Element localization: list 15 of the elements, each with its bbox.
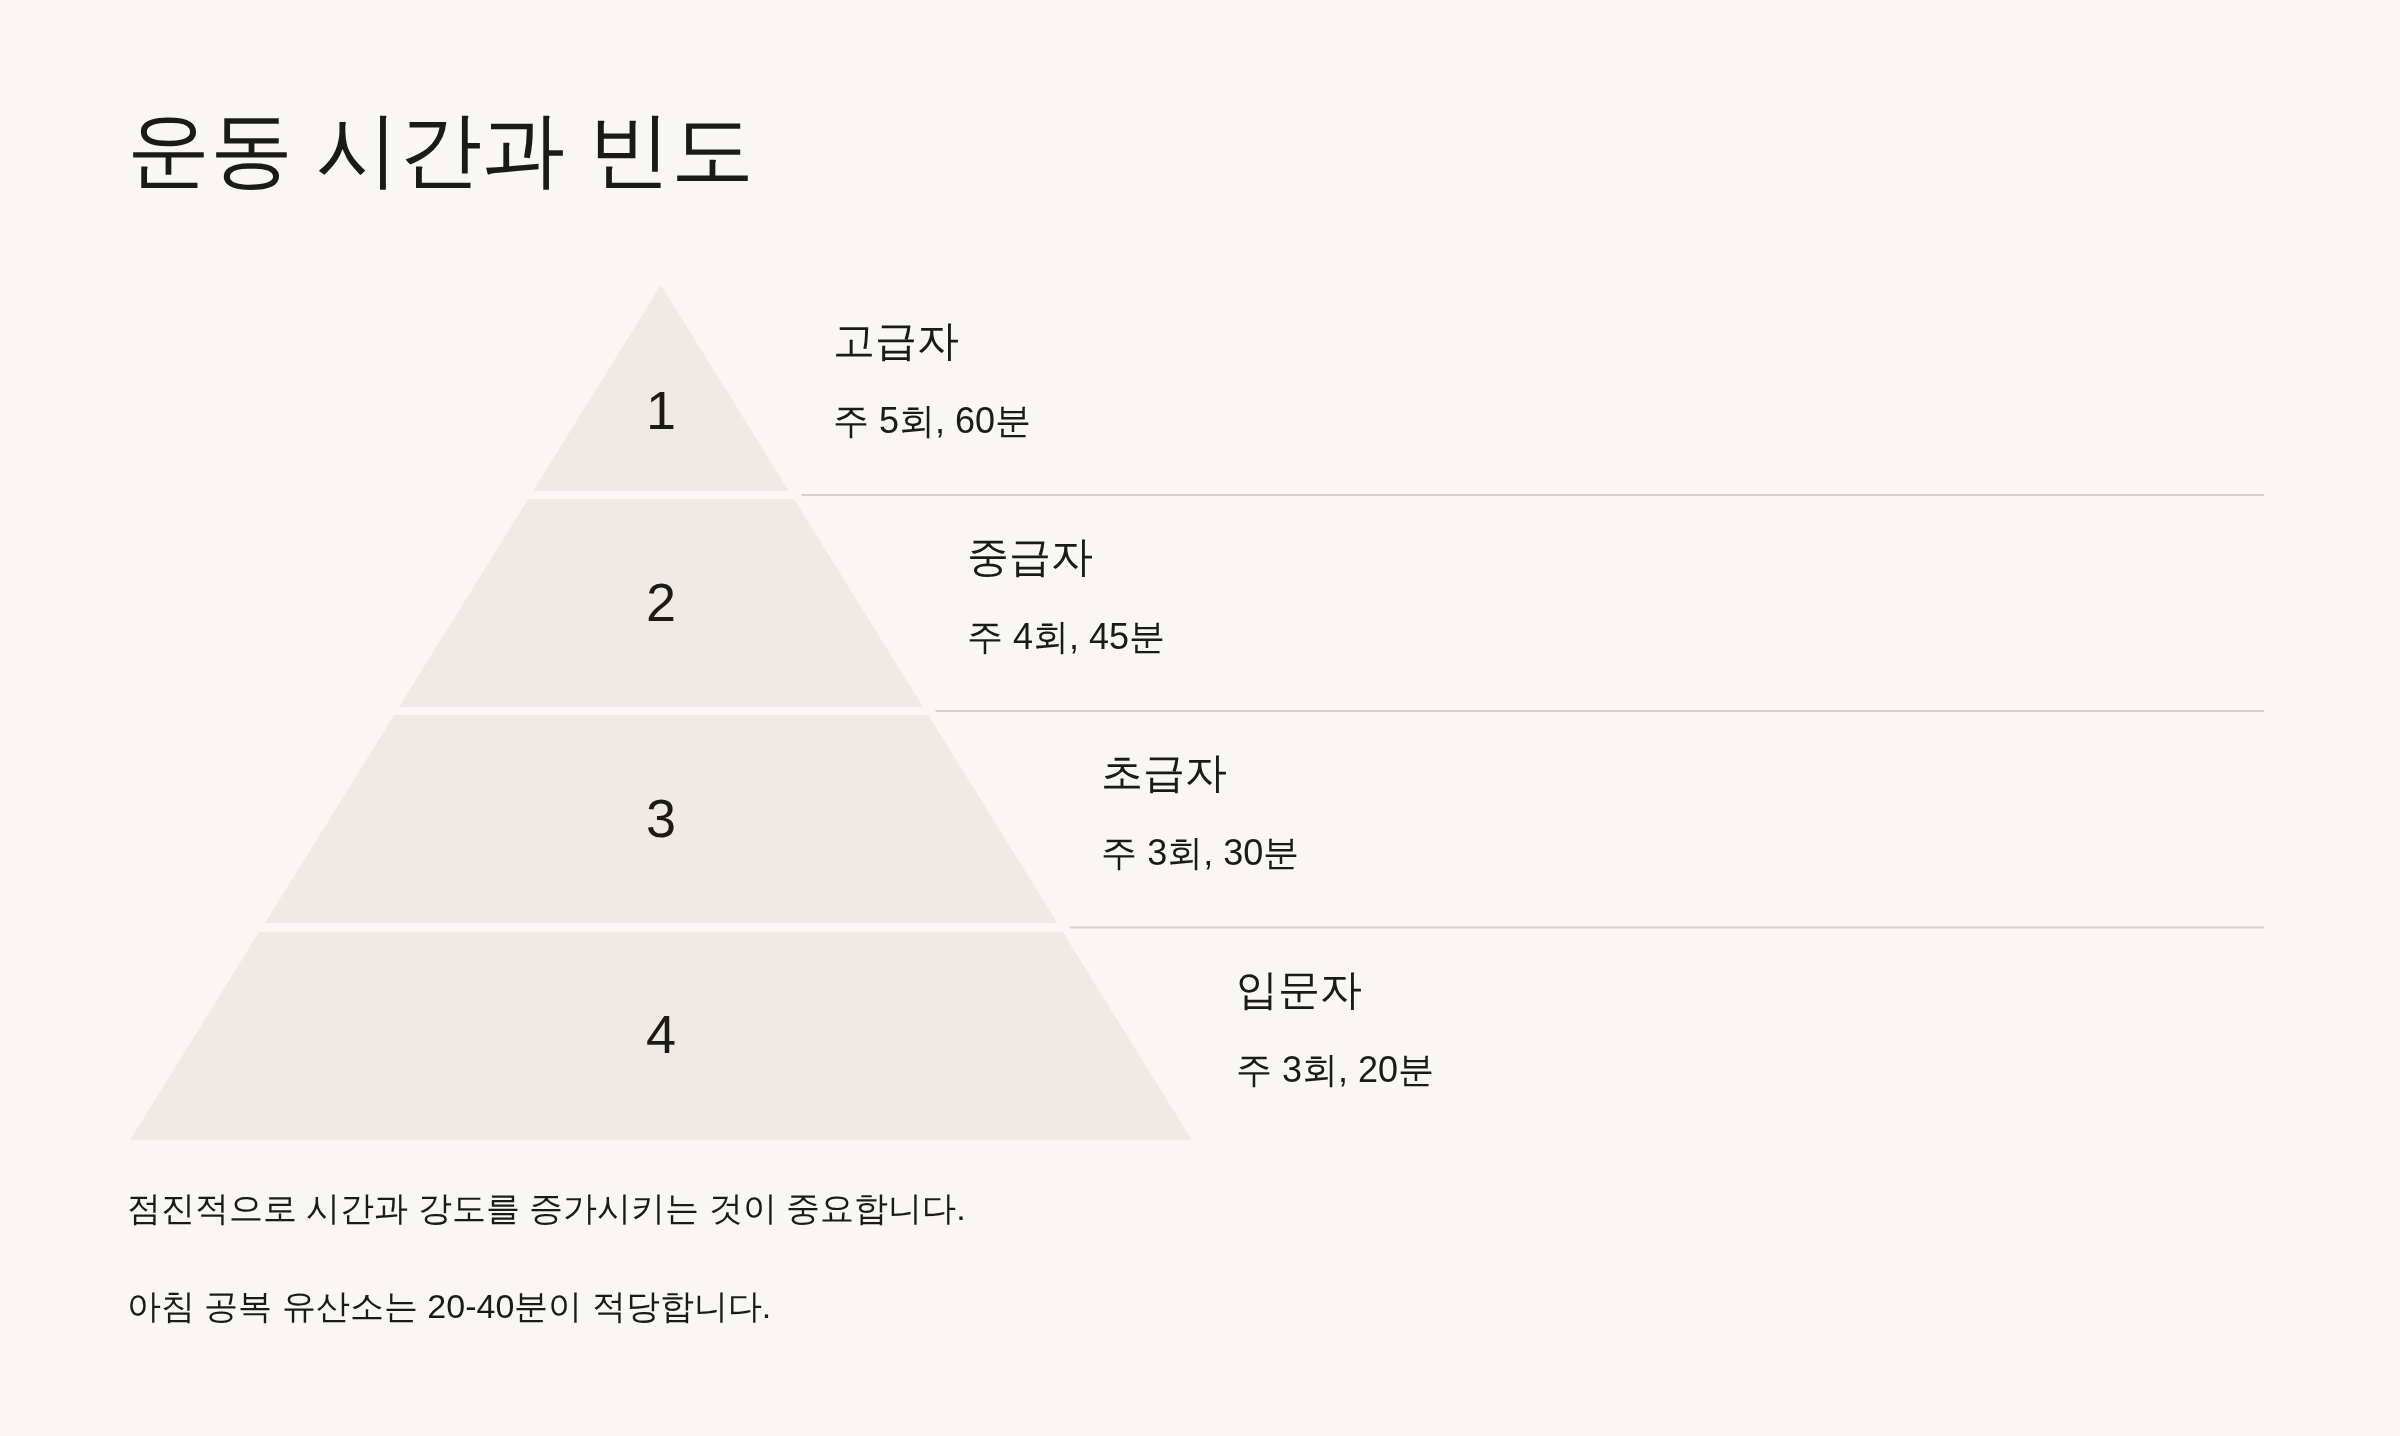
tier-heading: 입문자 xyxy=(1235,964,1362,1015)
tier-number: 4 xyxy=(645,1002,676,1066)
tier-heading: 초급자 xyxy=(1101,747,1228,798)
tier-heading: 중급자 xyxy=(967,531,1094,582)
tier-number: 3 xyxy=(645,786,676,850)
tier-detail: 주 3회, 30분 xyxy=(1101,831,1300,875)
tier-number: 2 xyxy=(645,570,676,634)
tier-heading: 고급자 xyxy=(832,315,959,366)
note-text: 아침 공복 유산소는 20-40분이 적당합니다. xyxy=(127,1285,772,1327)
tier-detail: 주 3회, 20분 xyxy=(1235,1048,1435,1092)
tier-number: 1 xyxy=(645,378,676,442)
tier-detail: 주 5회, 60분 xyxy=(832,399,1031,443)
title: 운동 시간과 빈도 xyxy=(127,102,755,199)
tier-detail: 주 4회, 45분 xyxy=(967,615,1166,659)
note-text: 점진적으로 시간과 강도를 증가시키는 것이 중요합니다. xyxy=(127,1187,966,1229)
